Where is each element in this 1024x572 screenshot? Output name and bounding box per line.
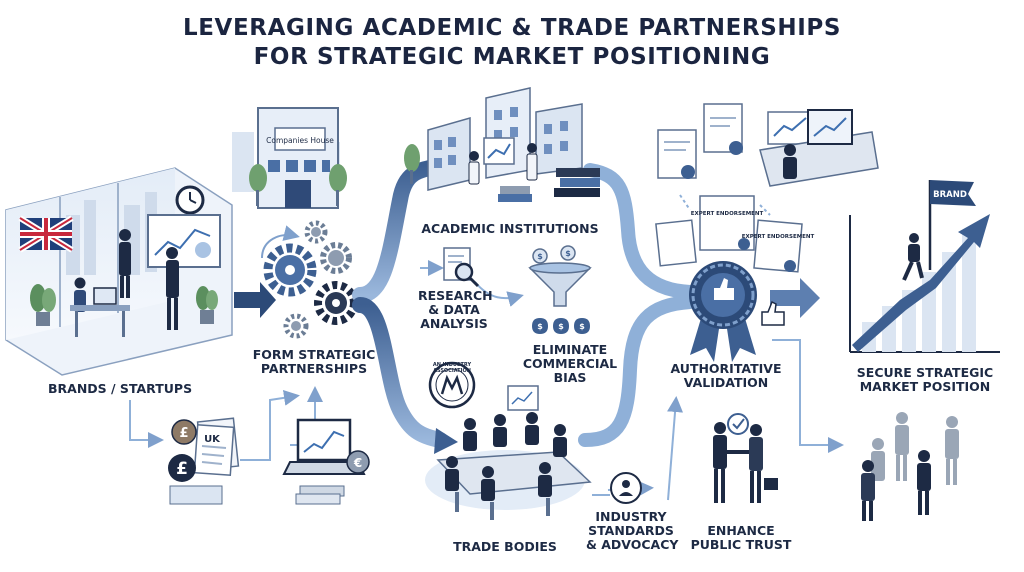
standards-icon [610,472,642,504]
label-text: BRANDS / STARTUPS [48,381,193,396]
label-industry-standards: INDUSTRY STANDARDS & ADVOCACY [586,509,679,552]
growth-chart [849,180,1000,353]
pound-coin-small: £ [179,426,188,441]
finance-documents [168,417,240,505]
label-form-partnerships: FORM STRATEGIC PARTNERSHIPS [244,348,384,376]
laptop-chart-icon [282,418,370,505]
label-line-1: FORM STRATEGIC [252,347,376,362]
industry-association-seal-text: AN INDUSTRY ASSOCIATION [424,362,480,374]
label-line-2: COMMERCIAL [522,356,618,371]
label-eliminate-bias: ELIMINATE COMMERCIAL BIAS [520,343,620,385]
label-line-2: & DATA [428,302,480,317]
expert-endorsement-cert-2: EXPERT ENDORSEMENT [742,234,815,240]
trade-bodies-scene [425,385,592,520]
coin-dollar-2: $ [558,322,564,331]
uk-document-label: UK [204,434,221,445]
page-title: LEVERAGING ACADEMIC & TRADE PARTNERSHIPS… [0,14,1024,72]
euro-coin: € [353,456,362,470]
label-line-2: PUBLIC TRUST [690,537,792,552]
certificates [655,103,803,273]
seal-text: AN INDUSTRY ASSOCIATION [432,362,472,374]
coin-dollar-3: $ [579,322,585,331]
industry-association-seal [428,361,476,409]
title-line-2: FOR STRATEGIC MARKET POSITIONING [253,44,771,70]
title-line-1: LEVERAGING ACADEMIC & TRADE PARTNERSHIPS [182,15,842,41]
pound-coin-large: £ [176,459,188,479]
coin-dollar-1: $ [537,322,543,331]
coin-dollar-4: $ [537,252,543,261]
label-line-1: AUTHORITATIVE [670,361,782,376]
label-line-1: ELIMINATE [532,342,608,357]
label-line-1: ENHANCE [707,523,775,538]
academic-scene [404,87,600,202]
funnel-icon [528,245,592,334]
analyst-at-computer [759,109,879,187]
coin-dollar-5: $ [565,249,571,258]
label-line-2: PARTNERSHIPS [260,361,368,376]
label-trade-bodies: TRADE BODIES [450,540,560,554]
plant-icon [30,284,56,326]
handshake-scene [713,413,778,503]
validation-rosette-icon [689,261,785,362]
label-text: TRADE BODIES [453,539,557,554]
office-desk [70,287,130,337]
clock-icon [175,185,205,215]
audience-people [861,412,959,521]
office-people [74,229,179,330]
label-academic-institutions: ACADEMIC INSTITUTIONS [420,222,600,236]
label-line-3: ANALYSIS [420,316,488,331]
companies-house-building [232,107,347,209]
label-research: RESEARCH & DATA ANALYSIS [418,288,493,331]
label-line-3: & ADVOCACY [586,537,679,552]
label-line-2: MARKET POSITION [859,379,991,394]
expert-endorsement-cert-1: EXPERT ENDORSEMENT [691,211,764,217]
label-line-2: STANDARDS [588,523,674,538]
label-line-3: BIAS [553,370,587,385]
flag-brand-label: BRAND [933,190,967,200]
office-scene [5,167,233,376]
label-line-1: INDUSTRY [595,509,667,524]
label-line-1: RESEARCH [418,288,493,303]
label-authoritative-validation: AUTHORITATIVE VALIDATION [666,362,786,390]
gears-icon [261,220,358,339]
plant-icon [196,286,218,324]
flow-arrows [234,154,820,454]
research-document-icon [443,247,480,288]
uk-flag-icon [18,215,74,253]
companies-house-sign: Companies House [266,136,334,145]
label-public-trust: ENHANCE PUBLIC TRUST [686,524,796,552]
label-line-2: VALIDATION [683,375,769,390]
label-brands-startups: BRANDS / STARTUPS [48,381,193,396]
label-line-1: SECURE STRATEGIC [856,365,994,380]
label-text: ACADEMIC INSTITUTIONS [421,221,599,236]
books-icon [498,168,600,202]
presentation-board-icon [147,214,221,268]
label-market-position: SECURE STRATEGIC MARKET POSITION [840,366,1010,394]
